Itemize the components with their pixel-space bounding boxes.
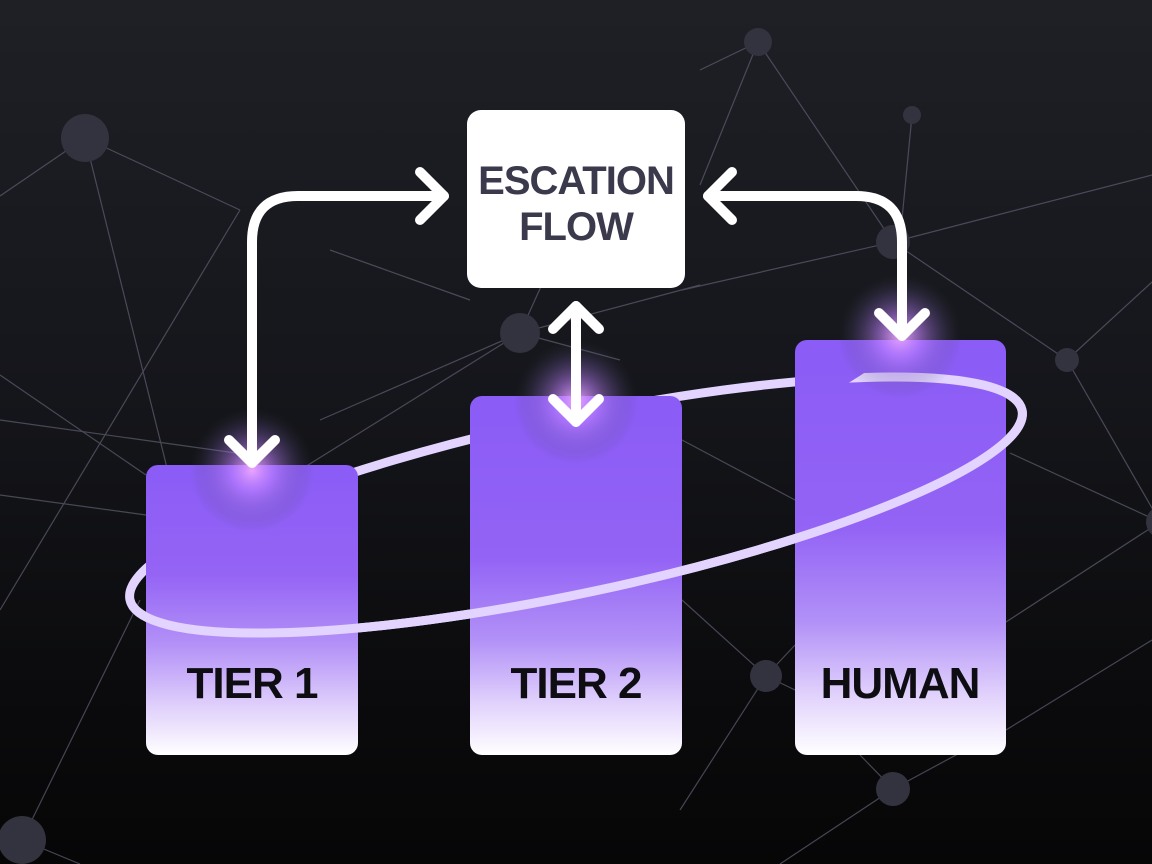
arrowhead-down-icon xyxy=(224,435,280,468)
tier-1-connector-arrow xyxy=(224,167,449,468)
network-node xyxy=(744,28,772,56)
network-node xyxy=(1146,509,1152,535)
arrowhead-right-icon xyxy=(415,167,449,225)
arrowhead-down-icon xyxy=(874,308,930,341)
tier-2-connector-arrow xyxy=(548,301,604,427)
title-line-1: ESCATION xyxy=(478,159,674,203)
tier-1-label: TIER 1 xyxy=(187,659,318,708)
tier-2-label: TIER 2 xyxy=(511,659,642,708)
arrowhead-left-icon xyxy=(703,167,737,225)
human-bar[interactable]: HUMAN xyxy=(795,340,1006,755)
arrowhead-down-icon xyxy=(548,394,604,427)
title-line-2: FLOW xyxy=(519,205,634,249)
network-node xyxy=(750,660,782,692)
network-node xyxy=(1055,348,1079,372)
tier-2-bar[interactable]: TIER 2 xyxy=(470,396,682,755)
human-connector-arrow xyxy=(703,167,930,341)
connector-arrows xyxy=(224,167,930,468)
arrowhead-up-icon xyxy=(548,301,604,334)
escalation-flow-box[interactable]: ESCATION FLOW xyxy=(467,110,685,288)
network-node xyxy=(61,114,109,162)
tier-1-glow xyxy=(190,408,314,532)
network-node xyxy=(876,772,910,806)
human-label: HUMAN xyxy=(821,659,980,708)
network-node xyxy=(903,106,921,124)
tier-1-bar[interactable]: TIER 1 xyxy=(146,465,358,755)
network-node xyxy=(0,816,46,864)
network-node xyxy=(500,313,540,353)
